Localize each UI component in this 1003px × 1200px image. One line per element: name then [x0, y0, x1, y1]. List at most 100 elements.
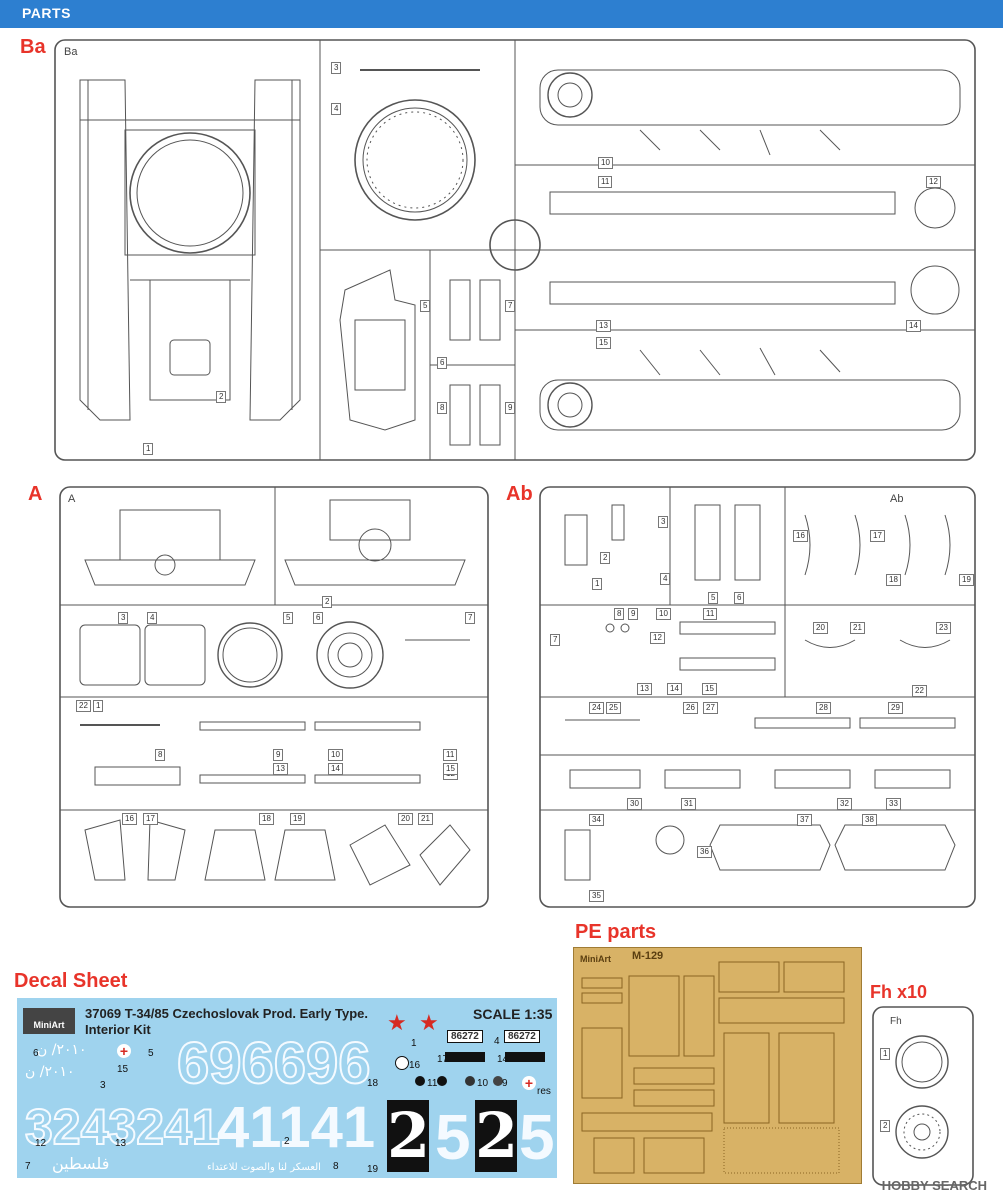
part-number: 12	[926, 176, 941, 188]
part-number: 10	[328, 749, 343, 761]
part-number: 19	[959, 574, 974, 586]
section-label-a: A	[28, 483, 43, 505]
decal-num-2: 2	[284, 1136, 290, 1147]
part-number: 18	[886, 574, 901, 586]
part-number: 11	[703, 608, 718, 620]
decal-num-10: 10	[477, 1078, 489, 1089]
decal-arabic-1: ٢٠١٠/ ن	[37, 1042, 87, 1058]
part-number: 1	[93, 700, 104, 712]
part-number: 10	[656, 608, 671, 620]
part-number: 37	[797, 814, 812, 826]
miniart-logo: MiniArt	[23, 1008, 75, 1034]
part-number: 14	[667, 683, 682, 695]
part-number: 13	[273, 763, 288, 775]
part-number: 18	[259, 813, 274, 825]
watermark: HOBBY SEARCH	[881, 1178, 987, 1193]
part-number: 3	[331, 62, 342, 74]
part-number: 5	[283, 612, 294, 624]
part-number: 8	[437, 402, 448, 414]
part-number: 28	[816, 702, 831, 714]
decal-arabic-2: فلسطين	[52, 1154, 110, 1173]
red-cross-icon: +	[522, 1076, 536, 1090]
part-number: 35	[589, 890, 604, 902]
part-number: 2	[322, 596, 333, 608]
decal-big-bottom-mid: 41141	[217, 1095, 376, 1160]
decal-num-5: 5	[148, 1048, 154, 1059]
part-number: 9	[505, 402, 516, 414]
roundel-icon	[465, 1076, 475, 1086]
part-number: 32	[837, 798, 852, 810]
decal-res: res	[537, 1086, 551, 1097]
part-number: 2	[600, 552, 611, 564]
part-number: 7	[505, 300, 516, 312]
section-label-ba: Ba	[20, 36, 46, 58]
roundel-icon	[437, 1076, 447, 1086]
part-number: 19	[290, 813, 305, 825]
part-number: 38	[862, 814, 877, 826]
part-number: 6	[734, 592, 745, 604]
decal-black-2a: 2	[387, 1099, 431, 1172]
red-star-icon: ★	[387, 1010, 407, 1035]
part-number: 22	[912, 685, 927, 697]
part-number: 26	[683, 702, 698, 714]
part-number: 31	[681, 798, 696, 810]
part-number: 5	[708, 592, 719, 604]
part-number: 6	[437, 357, 448, 369]
sprue-fh	[872, 1006, 974, 1186]
section-label-pe: PE parts	[575, 921, 657, 943]
decal-num-17: 17	[437, 1054, 449, 1065]
decal-num-3: 3	[100, 1080, 106, 1091]
decal-num-12: 12	[35, 1138, 47, 1149]
decal-black-bar-14	[505, 1052, 545, 1062]
part-number: 13	[637, 683, 652, 695]
part-number: 20	[813, 622, 828, 634]
decal-white-5b: 5	[519, 1101, 555, 1173]
red-star-icon: ★	[419, 1010, 439, 1035]
part-number: 16	[122, 813, 137, 825]
decal-num-16: 16	[409, 1060, 421, 1071]
part-number: 27	[703, 702, 718, 714]
part-number: 2	[216, 391, 227, 403]
part-number: 24	[589, 702, 604, 714]
decal-white-5a: 5	[435, 1101, 471, 1173]
part-number: 22	[76, 700, 91, 712]
sprue-a	[59, 486, 489, 908]
part-number: 4	[147, 612, 158, 624]
decal-black-2b: 2	[475, 1099, 519, 1172]
decal-title: 37069 T-34/85 Czechoslovak Prod. Early T…	[85, 1006, 369, 1021]
part-number: 1	[143, 443, 154, 455]
decal-subtitle: Interior Kit	[85, 1022, 151, 1037]
part-number: 17	[870, 530, 885, 542]
section-label-fh: Fh x10	[870, 982, 928, 1002]
part-number: 8	[155, 749, 166, 761]
part-number: 7	[550, 634, 561, 646]
part-number: 21	[418, 813, 433, 825]
roundel-icon	[493, 1076, 503, 1086]
part-number: 11	[443, 749, 458, 761]
decal-num-1: 1	[411, 1038, 417, 1049]
part-number: 16	[793, 530, 808, 542]
roundel-icon	[395, 1056, 409, 1070]
pe-sheet: MiniArt M-129	[573, 947, 862, 1184]
red-cross-icon: +	[117, 1044, 131, 1058]
sprue-ba-tag: Ba	[64, 46, 78, 58]
part-number: 3	[658, 516, 669, 528]
part-number: 3	[118, 612, 129, 624]
decal-num-6: 6	[33, 1048, 39, 1059]
decal-num-14: 14	[497, 1054, 509, 1065]
part-number: 11	[598, 176, 613, 188]
decal-num-11: 11	[427, 1078, 438, 1089]
part-number: 25	[606, 702, 621, 714]
part-number: 20	[398, 813, 413, 825]
decal-num-4: 4	[494, 1036, 500, 1047]
part-number: 21	[850, 622, 865, 634]
decal-num-8: 8	[333, 1161, 339, 1172]
roundel-icon	[415, 1076, 425, 1086]
decal-arabic-1b: ٢٠١٠/ ن	[25, 1064, 75, 1080]
sprue-ba	[54, 39, 976, 461]
section-label-decal: Decal Sheet	[14, 970, 128, 992]
part-number: 1	[880, 1048, 891, 1060]
part-number: 15	[702, 683, 717, 695]
decal-arabic-3: العسكر لنا والصوت للاعتداء	[207, 1162, 321, 1173]
part-number: 12	[650, 632, 665, 644]
